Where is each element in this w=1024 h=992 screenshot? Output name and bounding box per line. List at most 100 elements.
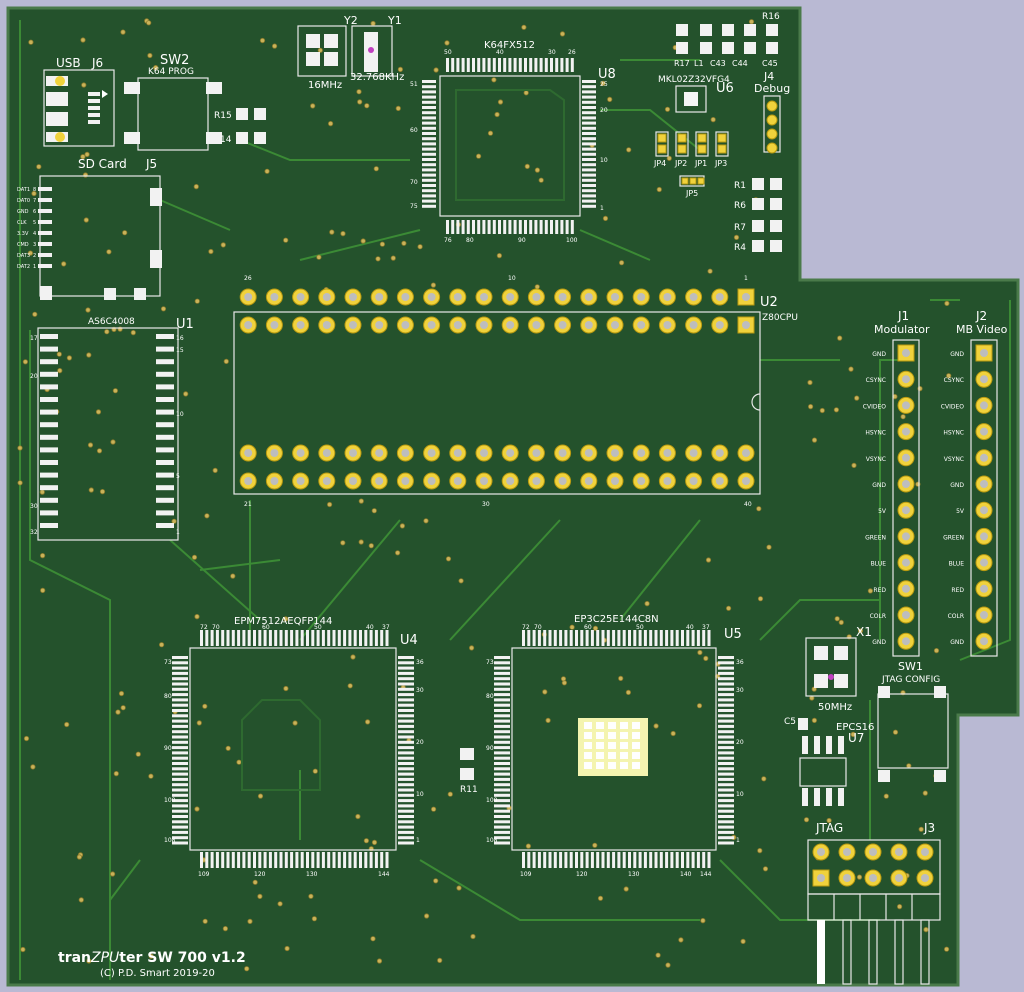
u5-pin-50: 50 xyxy=(636,624,644,631)
u5-pin-70: 70 xyxy=(534,624,542,631)
u4-pin-70: 70 xyxy=(212,624,220,631)
label-mkl02z32vfg4: MKL02Z32VFG4 xyxy=(658,75,730,85)
label-r14: 14 xyxy=(220,135,232,145)
u5-pin-109: 109 xyxy=(520,871,532,878)
label-c43: C43 xyxy=(710,59,726,68)
sdcard-pin-number: 3 xyxy=(33,242,36,248)
u8-pin-40: 40 xyxy=(496,49,504,56)
jumpers: JP4 JP2 JP1 JP3 JP5 xyxy=(653,131,729,198)
label-u6: U6 xyxy=(716,81,734,96)
label-jp3: JP3 xyxy=(714,159,727,168)
j2-pin-label: CVIDEO xyxy=(941,403,964,410)
label-j1: J1 xyxy=(897,309,909,323)
label-modulator: Modulator xyxy=(874,323,930,336)
crystal-y2: Y2 16MHz xyxy=(297,14,358,91)
label-r7: R7 xyxy=(734,223,746,233)
title-part-a: tran xyxy=(58,950,91,966)
j2-pin-label: 5V xyxy=(956,508,965,515)
sdcard-pin-label: DAT2 xyxy=(17,264,30,270)
title-part-b: ZPU xyxy=(90,950,119,966)
label-epm7512: EPM7512AEQFP144 xyxy=(234,616,332,627)
u4-pin-36: 36 xyxy=(416,659,424,666)
u5-pin-108: 108 xyxy=(486,837,498,844)
u5-pin-30: 30 xyxy=(736,687,744,694)
label-jp4: JP4 xyxy=(653,159,666,168)
u4-pin-144: 144 xyxy=(378,871,390,878)
crystal-y1: Y1 32.768KHz xyxy=(350,14,404,83)
u8-pin-25: 25 xyxy=(600,81,608,88)
u8-pin-76: 76 xyxy=(444,237,452,244)
j1-pin-label: GND xyxy=(872,351,886,358)
title-part-c: ter SW 700 v1.2 xyxy=(119,950,245,966)
passives-top-right: R16 R17 L1 C43 C44 C45 xyxy=(674,12,780,68)
u2-pin-40: 40 xyxy=(744,501,752,508)
u4-pin-10: 10 xyxy=(416,791,424,798)
j1-pin-label: BLUE xyxy=(871,561,887,568)
u1-pin-30: 30 xyxy=(30,503,38,510)
u1-pin-32: 32 xyxy=(30,529,38,536)
label-u8: U8 xyxy=(598,67,616,82)
label-epcs16: EPCS16 xyxy=(836,722,874,733)
sdcard-pin-number: 5 xyxy=(33,220,36,226)
u5-pin-40: 40 xyxy=(686,624,694,631)
j2-pin-label: GREEN xyxy=(943,534,964,541)
u1-pin-1: 1 xyxy=(176,529,180,536)
sdcard-pin-number: 2 xyxy=(33,253,36,259)
u4-pin-80: 80 xyxy=(164,693,172,700)
j1-pin-label: GND xyxy=(872,639,886,646)
sdcard-pin-label: DAT1 xyxy=(17,187,30,193)
label-usb: USB xyxy=(56,56,81,70)
chip-u5: EP3C25E144C8N U5 72 70 60 50 40 37 73 80… xyxy=(486,614,744,878)
u2-pin-26: 26 xyxy=(244,275,252,282)
label-y2: Y2 xyxy=(343,14,358,27)
u5-pin-130: 130 xyxy=(628,871,640,878)
sdcard-pin-label: DAT0 xyxy=(17,198,30,204)
j2-pin-label: RED xyxy=(951,587,964,594)
label-32768khz: 32.768KHz xyxy=(350,72,404,83)
u5-pin-90: 90 xyxy=(486,745,494,752)
u1-pin-5: 5 xyxy=(176,473,180,480)
j2-pin-label: GND xyxy=(950,482,964,489)
u4-pin-37: 37 xyxy=(382,624,390,631)
label-u4: U4 xyxy=(400,633,418,648)
label-r6: R6 xyxy=(734,201,746,211)
j2-pin-label: CSYNC xyxy=(944,377,964,384)
u1-pin-15: 15 xyxy=(176,347,184,354)
u4-pin-90: 90 xyxy=(164,745,172,752)
chip-u7: C5 EPCS16 U7 xyxy=(784,717,874,806)
u8-pin-100: 100 xyxy=(566,237,578,244)
chip-u6: MKL02Z32VFG4 U6 xyxy=(658,75,734,113)
switch-sw1: SW1 JTAG CONFIG xyxy=(877,660,949,782)
sdcard-pin-number: 7 xyxy=(33,198,36,204)
u4-pin-73: 73 xyxy=(164,659,172,666)
header-j3-jtag: JTAG J3 xyxy=(807,821,941,985)
sdcard-pin-number: 1 xyxy=(33,264,36,270)
chip-u1: AS6C4008 U1 17 20 30 32 16 15 10 5 1 xyxy=(30,317,194,541)
sdcard-pin-label: CLK xyxy=(17,220,27,226)
label-j3: J3 xyxy=(923,821,935,835)
u1-pin-20: 20 xyxy=(30,373,38,380)
u4-pin-130: 130 xyxy=(306,871,318,878)
board-title-block: tranZPUter SW 700 v1.2 (C) P.D. Smart 20… xyxy=(58,950,246,979)
label-x1: X1 xyxy=(856,625,872,639)
u5-pin-80: 80 xyxy=(486,693,494,700)
label-u5: U5 xyxy=(724,627,742,642)
u1-pin-10: 10 xyxy=(176,411,184,418)
sdcard-pin-label: 3.3V xyxy=(17,231,29,237)
label-r11: R11 xyxy=(460,785,478,795)
sdcard-pin-label: DAT3 xyxy=(17,253,30,259)
u4-pin-40: 40 xyxy=(366,624,374,631)
j1-pin-label: GND xyxy=(872,482,886,489)
label-j4: J4 xyxy=(763,70,774,83)
chip-u4: EPM7512AEQFP144 U4 72 70 60 50 40 37 73 … xyxy=(164,616,424,878)
chip-u2-z80: U2 Z80CPU 26 10 1 21 30 40 xyxy=(233,275,798,508)
label-r4: R4 xyxy=(734,243,746,253)
label-l1: L1 xyxy=(694,59,704,68)
label-debug: Debug xyxy=(754,82,790,95)
j2-pin-label: BLUE xyxy=(949,561,965,568)
u2-pin-1: 1 xyxy=(744,275,748,282)
